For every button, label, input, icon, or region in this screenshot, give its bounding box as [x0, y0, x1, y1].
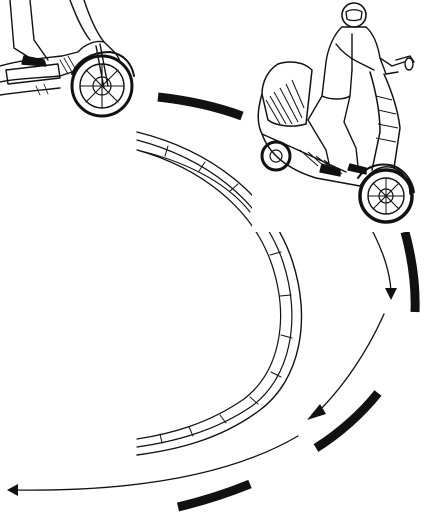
arrow-right-curve: [372, 230, 391, 292]
path-marker-bottom: [178, 484, 250, 507]
direction-arrows: [7, 230, 397, 496]
road-inner-arc: [137, 150, 250, 212]
arrowhead-left-icon: [7, 484, 18, 496]
path-marker-top: [158, 97, 242, 116]
path-marker-right: [405, 232, 415, 312]
scooter-rider-leaning: [252, 0, 425, 232]
scooter-rider-exiting: [0, 0, 135, 125]
path-marker-lower-right: [316, 393, 378, 448]
arrowhead-down-icon: [385, 288, 397, 300]
